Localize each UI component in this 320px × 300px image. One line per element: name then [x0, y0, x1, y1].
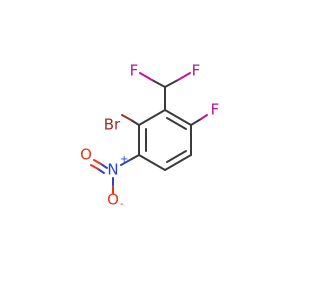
oxygen-charge: - — [120, 199, 124, 210]
bond-cf2-fl-b — [139, 72, 153, 81]
nitro-group — [90, 154, 140, 194]
bond-c3-f-b — [200, 114, 208, 120]
bond-c6-n-a — [129, 154, 140, 161]
atom-bromine: Br — [104, 116, 121, 134]
bond-c2-c3-inner — [166, 117, 187, 130]
atom-oxygen-top: O — [80, 146, 92, 164]
nitrogen-charge: + — [120, 154, 128, 165]
atom-oxygen-bottom: O — [107, 191, 119, 209]
bond-cf2-fr-b — [177, 72, 191, 81]
molecule-diagram: F F F Br N + O O - — [80, 62, 220, 211]
bond-cf2-fl-a — [151, 79, 166, 88]
bond-c1-c2 — [138, 109, 166, 126]
bond-c3-f-a — [190, 118, 202, 126]
atom-fluorine-right: F — [192, 62, 201, 80]
bond-c6-n-b — [120, 159, 131, 166]
bond-c1-br-b — [121, 114, 132, 121]
bond-c2-c3 — [164, 109, 192, 126]
atom-fluorine-left: F — [130, 62, 139, 80]
bond-c1-br-a — [130, 119, 140, 126]
atom-fluorine-ring: F — [211, 101, 220, 119]
bond-n-o-top-c — [97, 168, 105, 174]
atom-nitrogen: N — [107, 161, 118, 179]
bond-n-o-top-b — [93, 159, 102, 165]
bond-n-o-top-d — [90, 164, 99, 170]
bond-c4-c5 — [164, 154, 192, 171]
difluoromethyl-group — [139, 72, 191, 111]
aromatic-ring — [138, 109, 192, 171]
bond-c5-c6 — [138, 154, 166, 171]
bond-n-o-top-a — [100, 163, 108, 169]
bond-cf2-fr-a — [164, 79, 179, 88]
bond-c4-c5-inner — [166, 150, 187, 163]
